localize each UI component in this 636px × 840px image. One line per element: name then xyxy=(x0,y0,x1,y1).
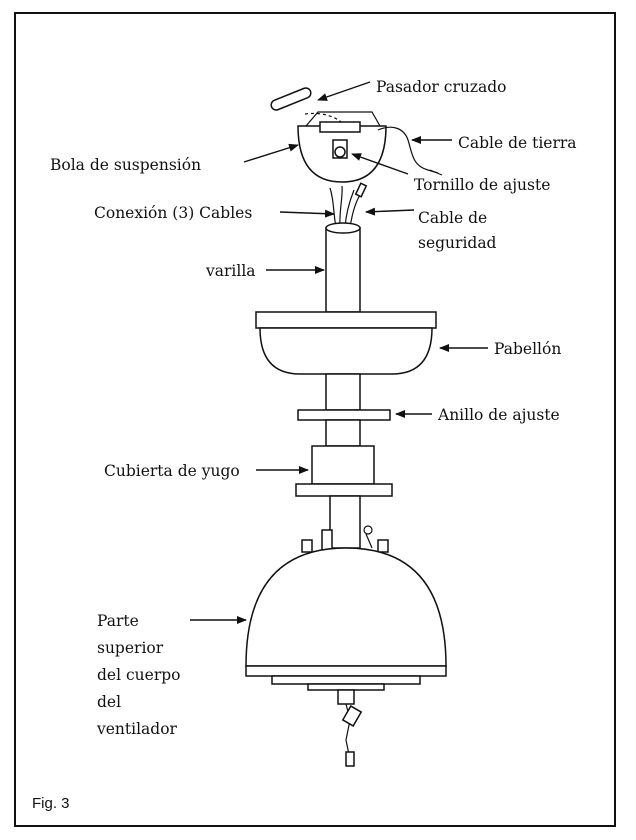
ground-wire xyxy=(377,126,439,174)
downrod-mid xyxy=(325,419,361,447)
label-anillo-de-ajuste: Anillo de ajuste xyxy=(437,406,560,424)
label-varilla: varilla xyxy=(205,262,256,280)
connection-wires xyxy=(329,182,368,229)
ground-wire-tip xyxy=(429,169,443,176)
arrow-tornillo xyxy=(351,153,409,175)
figure-frame xyxy=(14,12,616,827)
label-parte-line4: del xyxy=(97,693,121,711)
arrow-pasador xyxy=(317,81,371,101)
label-tornillo-de-ajuste: Tornillo de ajuste xyxy=(414,176,550,194)
label-cable-de-seguridad-line1: Cable de xyxy=(418,209,487,227)
callout-arrows xyxy=(190,81,488,624)
fan-bottom-hardware xyxy=(307,683,385,767)
label-conexion-cables: Conexión (3) Cables xyxy=(94,204,252,222)
downrod-lower xyxy=(325,373,361,411)
label-pabellon: Pabellón xyxy=(494,340,561,358)
label-cable-de-seguridad-line2: seguridad xyxy=(418,234,497,252)
cross-pin xyxy=(270,87,312,111)
label-parte-line5: ventilador xyxy=(96,720,178,738)
arrow-conexion xyxy=(279,209,335,218)
yoke-assembly xyxy=(301,495,389,553)
label-parte-superior-del-cuerpo-del-ventilador: Parte superior del cuerpo del ventilador xyxy=(96,612,180,738)
label-parte-line3: del cuerpo xyxy=(97,666,180,684)
label-cable-de-tierra: Cable de tierra xyxy=(458,134,577,152)
label-pasador-cruzado: Pasador cruzado xyxy=(376,78,507,96)
arrow-bola xyxy=(243,143,299,163)
label-bola-de-suspension: Bola de suspensión xyxy=(50,156,201,174)
label-parte-line1: Parte xyxy=(97,612,139,630)
downrod xyxy=(325,222,361,313)
canopy xyxy=(255,311,437,375)
label-parte-line2: superior xyxy=(97,639,164,657)
adjustment-ring xyxy=(297,409,391,421)
arrow-cable-seguridad xyxy=(365,207,415,216)
yoke-cover xyxy=(295,445,393,497)
label-cubierta-de-yugo: Cubierta de yugo xyxy=(104,462,240,480)
hanger-ball xyxy=(297,111,387,183)
fan-body-dome xyxy=(245,547,447,685)
figure-caption: Fig. 3 xyxy=(32,795,70,812)
